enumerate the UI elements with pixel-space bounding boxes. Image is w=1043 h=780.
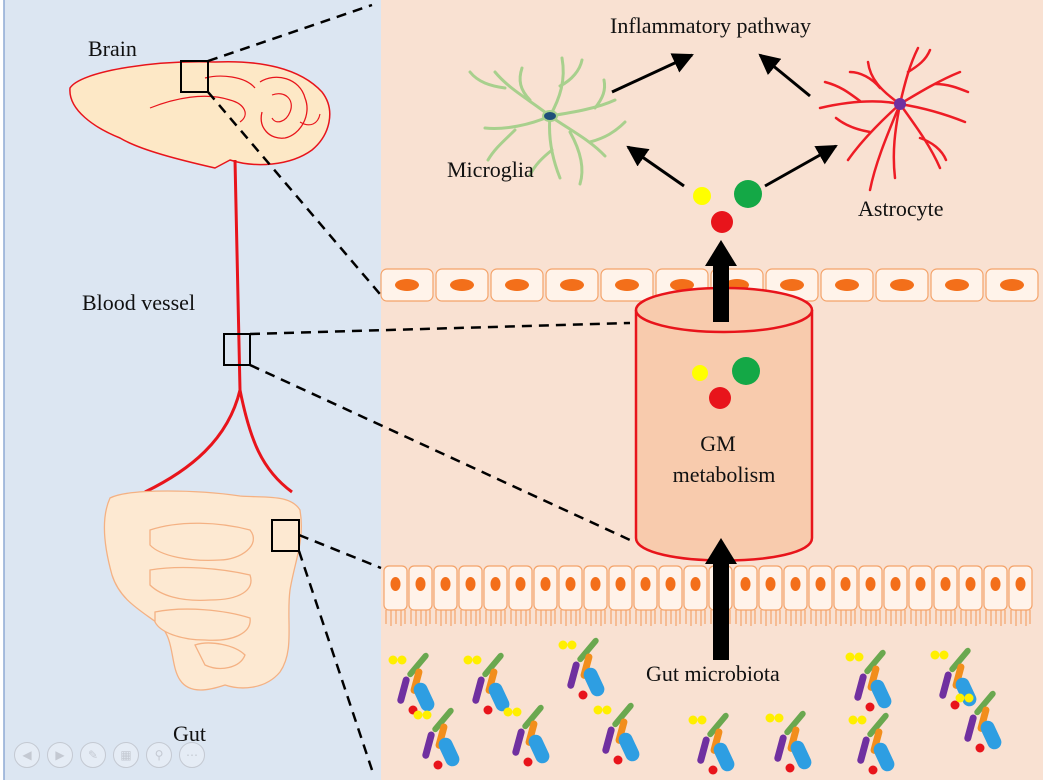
pen-icon[interactable]: ✎	[80, 742, 106, 768]
gut-label: Gut	[173, 721, 206, 746]
vessel-zoom-box	[223, 333, 251, 366]
gut-microbiota-label: Gut microbiota	[646, 661, 780, 686]
brain-illustration	[69, 60, 331, 169]
blood-vessel-line	[144, 159, 293, 494]
gm-metabolism-cylinder	[634, 286, 814, 562]
gut-illustration	[103, 490, 303, 691]
brain-zoom-box	[180, 60, 209, 93]
astrocyte-nucleus	[894, 98, 906, 110]
astrocyte-icon	[818, 46, 970, 192]
prev-icon[interactable]: ◀	[14, 742, 40, 768]
gm-label-line1: GM	[700, 431, 735, 456]
pathway-arrows	[611, 53, 838, 188]
viewer-controls: ◀ ▶ ✎ ▦ ⚲ ⋯	[14, 742, 205, 768]
microglia-label: Microglia	[447, 157, 534, 182]
gm-label-line2: metabolism	[673, 462, 776, 487]
inflammatory-pathway-label: Inflammatory pathway	[610, 13, 811, 38]
metabolites-in-brain	[693, 180, 762, 233]
more-icon[interactable]: ⋯	[179, 742, 205, 768]
metabolites-in-cylinder	[692, 357, 760, 409]
zoom-lines	[207, 3, 631, 771]
transport-arrows	[705, 240, 737, 660]
astrocyte-label: Astrocyte	[858, 196, 944, 221]
zoom-icon[interactable]: ⚲	[146, 742, 172, 768]
grid-icon[interactable]: ▦	[113, 742, 139, 768]
brain-label: Brain	[88, 36, 137, 61]
blood-vessel-label: Blood vessel	[82, 290, 195, 315]
microglia-nucleus	[542, 110, 558, 122]
next-icon[interactable]: ▶	[47, 742, 73, 768]
